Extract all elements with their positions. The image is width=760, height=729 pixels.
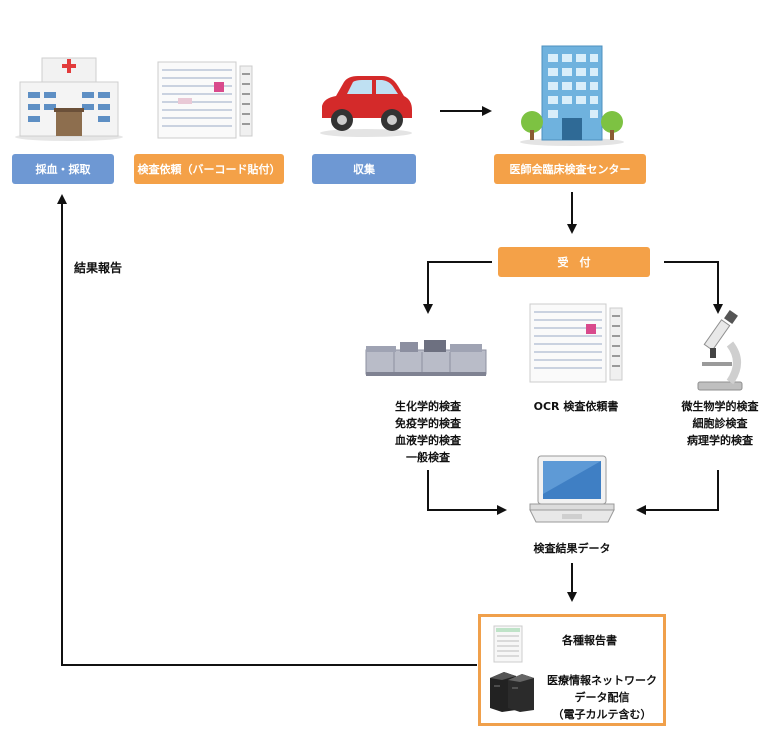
arrow-right-to-laptop [636,470,719,515]
microscope-icon [697,310,743,391]
analysis-left-item: 生化学的検査 [395,400,461,413]
step-collection: 収集 [312,154,416,184]
hospital-icon [15,57,123,141]
building-icon [520,45,624,146]
analysis-left-item: 血液学的検査 [395,434,461,447]
arrow-to-right-analysis [664,261,723,314]
step-blood-collection: 採血・採取 [12,154,114,184]
arrow-to-left-analysis [423,261,492,314]
arrow-feedback [57,194,477,666]
network-line: 医療情報ネットワーク [547,674,657,687]
analysis-left-list: 生化学的検査 免疫学的検査 血液学的検査 一般検査 [388,398,468,466]
car-icon [320,76,412,137]
step-test-request: 検査依頼（バーコード貼付） [134,154,284,184]
network-line: （電子カルテ含む） [552,708,652,721]
analysis-right-list: 微生物学的検査 細胞診検査 病理学的検査 [670,398,760,449]
analysis-right-item: 細胞診検査 [692,417,748,430]
analysis-left-item: 免疫学的検査 [395,417,461,430]
result-data-label: 検査結果データ [533,542,611,555]
analysis-left-item: 一般検査 [406,451,450,464]
analysis-right-item: 病理学的検査 [687,434,753,447]
request-form-icon [157,61,253,139]
arrow-left-to-laptop [427,470,507,515]
step-lab-center: 医師会臨床検査センター [494,154,646,184]
ocr-form-icon [529,303,623,383]
laptop-icon [529,455,615,523]
server-icon [490,672,534,712]
step-reception: 受 付 [498,247,650,277]
network-label: 医療情報ネットワーク データ配信 （電子カルテ含む） [540,672,664,723]
analysis-right-item: 微生物学的検査 [681,400,759,413]
network-line: データ配信 [574,691,630,704]
analyzer-machine-icon [365,340,487,376]
reports-label: 各種報告書 [562,634,617,647]
output-box [478,614,666,726]
report-sheet-icon [493,625,523,663]
feedback-label: 結果報告 [74,261,123,275]
analysis-middle-label: OCR 検査依頼書 [533,400,619,413]
